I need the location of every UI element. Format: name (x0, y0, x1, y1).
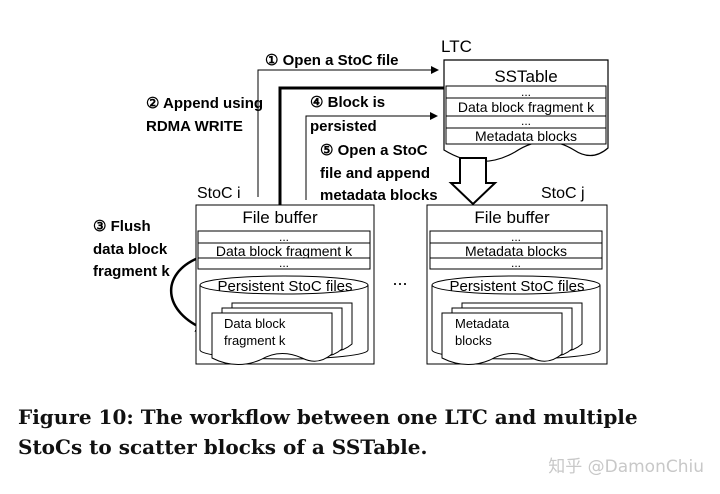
stoc-j-buffer-row-text: ... (511, 256, 521, 270)
stoc-j: File buffer ... Metadata blocks ... Pers… (426, 204, 608, 365)
sstable-row (445, 127, 607, 145)
stoc-i-buffer-row-text: ... (279, 230, 289, 244)
step4-label-line1: ④ Block is (310, 94, 385, 111)
step3-label-line3: fragment k (93, 263, 170, 280)
step2-arrow (273, 86, 444, 230)
ltc-label: LTC (441, 37, 472, 56)
stoc-j-file-text-line1: Metadata (455, 316, 510, 331)
step2-label-line1: ② Append using (146, 95, 263, 112)
watermark: 知乎 @DamonChiu (548, 457, 704, 477)
stoc-i-file-text-line2: fragment k (224, 333, 286, 348)
stoc-i: File buffer ... Data block fragment k ..… (195, 204, 375, 365)
step5-label-line2: file and append (320, 165, 430, 182)
sstable-title: SSTable (494, 67, 557, 86)
step3-label-line1: ③ Flush (93, 218, 151, 235)
stoc-j-label: StoC j (541, 185, 585, 202)
stoc-j-files-title: Persistent StoC files (449, 278, 584, 295)
stoc-j-buffer-title: File buffer (474, 208, 550, 227)
stoc-i-buffer-row-text: Data block fragment k (216, 243, 353, 259)
stoc-i-buffer-row (197, 257, 371, 270)
step1-arrow (257, 66, 439, 197)
step5-label-line3: metadata blocks (320, 187, 438, 204)
stoc-i-storage-top (199, 275, 369, 295)
step1-label: ① Open a StoC file (265, 52, 398, 69)
stoc-j-buffer-row-text: ... (511, 230, 521, 244)
stoc-i-file-text-line1: Data block (224, 316, 286, 331)
stoc-ellipsis: ... (392, 269, 407, 289)
stoc-j-file-stack (441, 302, 583, 365)
stoc-i-label: StoC i (197, 185, 241, 202)
step3-arrow (170, 256, 208, 332)
sstable-row-text: ... (521, 85, 531, 99)
stoc-j-buffer-row (429, 257, 603, 270)
figure-caption: Figure 10: The workflow between one LTC … (18, 405, 638, 459)
stoc-i-buffer-row-text: ... (279, 256, 289, 270)
step4-label-line2: persisted (310, 118, 377, 135)
step4-arrow (305, 112, 438, 200)
stoc-i-buffer-title: File buffer (242, 208, 318, 227)
step5-arrow (448, 157, 498, 206)
stoc-j-file-text-line2: blocks (455, 333, 492, 348)
sstable-row-text: ... (521, 114, 531, 128)
step2-label-line2: RDMA WRITE (146, 118, 243, 135)
step3-label-line2: data block (93, 241, 168, 258)
stoc-j-buffer-row-text: Metadata blocks (465, 243, 567, 259)
step5-label-line1: ⑤ Open a StoC (320, 142, 428, 159)
stoc-i-file-stack (211, 302, 353, 365)
sstable-row-text: Metadata blocks (475, 128, 577, 144)
sstable-row-text: Data block fragment k (458, 99, 595, 115)
sstable: SSTable ... Data block fragment k ... Me… (443, 59, 609, 163)
stoc-j-storage-top (431, 275, 601, 295)
stoc-i-files-title: Persistent StoC files (217, 278, 352, 295)
